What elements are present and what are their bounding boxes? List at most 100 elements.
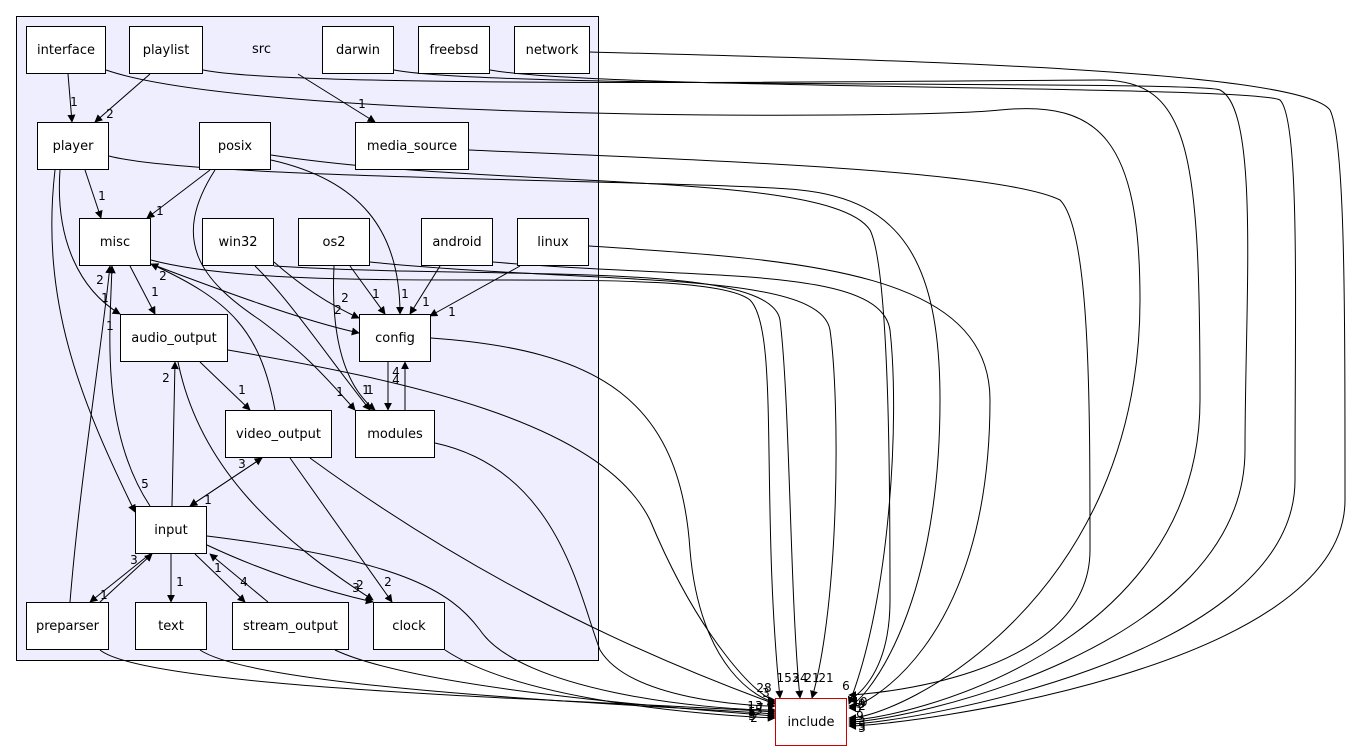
edge-label-win32-to-include: 24: [792, 671, 807, 685]
edge-network-to-include[interactable]: [589, 51, 1346, 730]
edge-os2-to-config[interactable]: [349, 265, 386, 315]
node-stream-output[interactable]: stream_output: [232, 602, 349, 650]
edge-playlist-to-player[interactable]: [94, 73, 151, 123]
node-os2[interactable]: os2: [298, 218, 370, 266]
edge-text-to-include[interactable]: [199, 649, 776, 718]
edge-input-to-misc[interactable]: [107, 265, 151, 507]
edge-label-player-to-include: 9: [858, 697, 866, 711]
edge-label-playlist-to-include: 9: [856, 709, 864, 723]
edge-label-video-output-to-misc: 2: [159, 269, 167, 283]
edge-video-output-to-misc[interactable]: [150, 263, 276, 411]
edge-stream-output-to-include[interactable]: [334, 649, 776, 720]
edge-label-player-to-audio-output: 1: [101, 291, 109, 305]
node-video-output[interactable]: video_output: [225, 410, 332, 458]
node-interface[interactable]: interface: [26, 26, 106, 74]
node-posix[interactable]: posix: [199, 122, 271, 170]
edge-preparser-to-input[interactable]: [99, 553, 153, 603]
edge-label-win32-to-config: 2: [341, 291, 349, 305]
node-win32[interactable]: win32: [202, 218, 274, 266]
edge-posix-to-misc[interactable]: [146, 169, 211, 219]
edge-linux-to-include[interactable]: [588, 245, 991, 712]
edge-android-to-config[interactable]: [409, 265, 441, 315]
edge-interface-to-include[interactable]: [105, 69, 1141, 722]
node-clock[interactable]: clock: [373, 602, 445, 650]
edge-preparser-to-misc[interactable]: [69, 265, 114, 603]
edge-input-to-video-output[interactable]: [189, 457, 263, 507]
node-network[interactable]: network: [514, 26, 590, 74]
edge-label-input-to-audio-output: 2: [162, 371, 170, 385]
edge-label-misc-to-include: 153: [777, 671, 800, 685]
edge-input-to-include[interactable]: [206, 535, 776, 714]
src-cluster-label: src: [252, 42, 271, 57]
edge-android-to-include[interactable]: [492, 261, 895, 705]
edge-misc-to-include[interactable]: [150, 259, 784, 699]
edge-label-posix-to-include: 21: [818, 671, 833, 685]
node-android[interactable]: android: [421, 218, 493, 266]
edge-media-source-to-include[interactable]: [468, 149, 1091, 699]
edge-posix-to-config[interactable]: [270, 159, 404, 315]
edge-freebsd-to-include[interactable]: [489, 69, 1297, 728]
edge-label-os2-to-modules: 1: [366, 383, 374, 397]
edge-input-to-audio-output[interactable]: [170, 361, 179, 507]
edge-label-linux-to-config: 1: [448, 305, 456, 319]
edge-audio-output-to-include[interactable]: [227, 349, 776, 704]
edge-playlist-to-include[interactable]: [202, 69, 1201, 724]
edge-label-misc-to-audio-output: 1: [151, 285, 159, 299]
edge-label-video-output-to-include: 7: [756, 701, 764, 715]
edge-interface-to-player[interactable]: [67, 73, 76, 123]
edge-label-interface-to-player: 1: [70, 95, 78, 109]
edge-os2-to-modules[interactable]: [332, 265, 376, 411]
node-misc[interactable]: misc: [79, 218, 151, 266]
node-modules[interactable]: modules: [355, 410, 435, 458]
edge-audio-output-to-clock[interactable]: [177, 361, 374, 601]
edge-posix-to-modules[interactable]: [192, 169, 356, 411]
edge-stream-output-to-input[interactable]: [209, 553, 269, 603]
node-linux[interactable]: linux: [517, 218, 589, 266]
edge-clock-to-include[interactable]: [444, 649, 776, 722]
node-config[interactable]: config: [359, 314, 431, 362]
edge-win32-to-config[interactable]: [273, 261, 360, 319]
edge-modules-to-include[interactable]: [434, 442, 776, 710]
edge-label-player-to-input: 5: [141, 477, 149, 491]
node-include[interactable]: include: [775, 698, 847, 746]
edge-linux-to-config[interactable]: [429, 265, 521, 317]
edge-label-input-to-include: 15: [747, 703, 762, 717]
edge-preparser-to-include[interactable]: [99, 649, 776, 716]
node-audio-output[interactable]: audio_output: [120, 314, 228, 362]
edge-player-to-input[interactable]: [51, 169, 136, 513]
edge-label-win32-to-modules: 1: [362, 383, 370, 397]
edge-label-android-to-config: 1: [422, 295, 430, 309]
edge-label-input-to-misc: 1: [106, 319, 114, 333]
node-preparser[interactable]: preparser: [26, 602, 109, 650]
edge-win32-to-modules[interactable]: [254, 265, 371, 411]
node-freebsd[interactable]: freebsd: [418, 26, 490, 74]
edge-label-preparser-to-input: 3: [130, 553, 138, 567]
edge-posix-to-include[interactable]: [270, 154, 891, 704]
edge-video-output-to-clock[interactable]: [289, 457, 393, 603]
edge-label-preparser-to-misc: 2: [96, 273, 104, 287]
edge-src-to-media-source[interactable]: [297, 73, 376, 123]
node-player[interactable]: player: [37, 122, 109, 170]
node-darwin[interactable]: darwin: [322, 26, 394, 74]
edge-player-to-misc[interactable]: [84, 169, 103, 219]
edge-label-linux-to-include: 2: [858, 699, 866, 713]
edge-video-output-to-include[interactable]: [309, 457, 776, 706]
edge-label-player-to-misc: 1: [98, 189, 106, 203]
edge-win32-to-include[interactable]: [273, 265, 804, 699]
node-playlist[interactable]: playlist: [129, 26, 203, 74]
edge-label-audio-output-to-include: 3: [762, 686, 770, 700]
edge-config-to-include[interactable]: [430, 337, 776, 706]
edge-os2-to-include[interactable]: [369, 261, 837, 699]
edge-player-to-audio-output[interactable]: [58, 169, 121, 315]
edge-input-to-clock[interactable]: [206, 544, 374, 605]
node-media-source[interactable]: media_source: [355, 122, 469, 170]
edge-player-to-include[interactable]: [108, 155, 941, 710]
node-text[interactable]: text: [135, 602, 207, 650]
node-input[interactable]: input: [135, 506, 207, 554]
edge-audio-output-to-video-output[interactable]: [199, 361, 251, 411]
edge-input-to-stream-output[interactable]: [194, 553, 246, 603]
edge-darwin-to-include[interactable]: [393, 69, 1249, 726]
edge-input-to-preparser[interactable]: [89, 553, 151, 603]
edge-misc-to-audio-output[interactable]: [129, 265, 156, 315]
